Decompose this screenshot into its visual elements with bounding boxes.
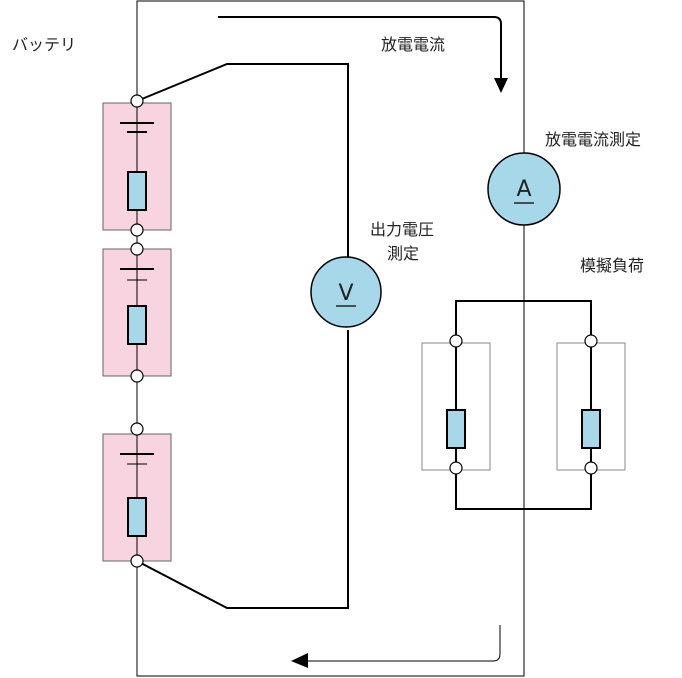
circuit-outer-wire xyxy=(136,0,525,677)
discharge-current-label: 放電電流 xyxy=(381,35,445,54)
discharge-current-arrow-top xyxy=(218,16,508,93)
simulated-load xyxy=(421,300,626,510)
internal-resistance-1 xyxy=(127,171,147,211)
voltmeter: V xyxy=(310,256,382,328)
connection-nodes xyxy=(130,94,598,568)
discharge-current-measurement-label: 放電電流測定 xyxy=(545,130,641,149)
output-voltage-measurement-label-line1: 出力電圧 xyxy=(370,220,434,239)
return-current-arrow-bottom xyxy=(291,625,501,668)
simulated-load-label: 模擬負荷 xyxy=(580,256,644,275)
load-resistor-right xyxy=(581,409,601,449)
battery-cell-3 xyxy=(102,433,172,562)
voltmeter-wiring xyxy=(136,63,349,609)
ammeter-symbol: A xyxy=(516,177,531,202)
load-resistor-left xyxy=(446,409,466,449)
internal-resistance-3 xyxy=(127,497,147,537)
voltmeter-symbol: V xyxy=(338,281,353,306)
battery-label: バッテリ xyxy=(12,35,76,54)
internal-resistance-2 xyxy=(127,305,147,345)
battery-cell-1 xyxy=(102,102,172,231)
ammeter: A xyxy=(487,152,561,226)
output-voltage-measurement-label-line2: 測定 xyxy=(387,244,419,263)
battery-cell-2 xyxy=(102,248,172,377)
